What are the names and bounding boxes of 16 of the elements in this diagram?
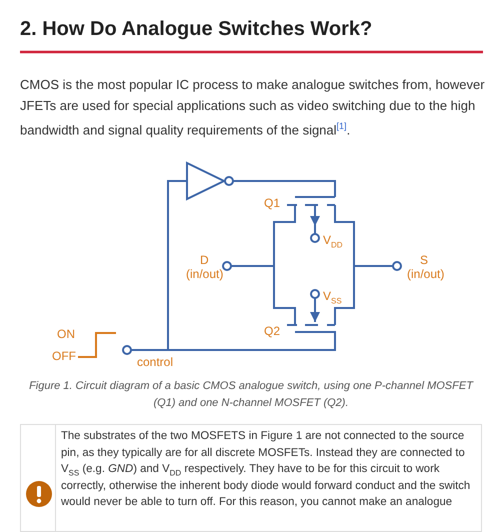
circuit-label: (in/out) bbox=[407, 267, 444, 281]
note-text: The substrates of the two MOSFETS in Figure 1 are not connected to the source pin, as they typically are for all discrete MOSFETs. Instead they are connected to V$_{SS}$ (e.g. GND) and V$_{DD}$ respectively. They have to be for this circuit to work correctly, otherwise the inherent body diode would forward conduct and the switch would never be able to turn off. For this reason, you cannot make an analogue bbox=[61, 429, 472, 510]
circuit-label: control bbox=[137, 355, 174, 369]
circuit-label: Q2 bbox=[264, 324, 280, 338]
circuit-label: V$_{SS}$ bbox=[323, 289, 342, 308]
figure-caption: Figure 1. Circuit diagram of a basic CMOS analogue switch, using one P-channel MOSFET (Q1) and one N-channel MOSFET (Q2). bbox=[28, 379, 474, 411]
circuit-label: Q1 bbox=[264, 196, 280, 210]
circuit-label: S bbox=[420, 253, 428, 267]
circuit-label: OFF bbox=[52, 349, 76, 363]
circuit-label: ON bbox=[57, 327, 75, 341]
heading: 2. How Do Analogue Switches Work? bbox=[20, 18, 372, 41]
note-box bbox=[20, 424, 482, 532]
circuit-label: D bbox=[200, 253, 209, 267]
circuit-label: V$_{DD}$ bbox=[323, 233, 343, 252]
paragraph: CMOS is the most popular IC process to make analogue switches from, however JFETs are used for special applications such as video switching due to the high bandwidth and signal quality requirements of the signal$^{[1]}$. bbox=[20, 76, 486, 140]
circuit-label: (in/out) bbox=[186, 267, 224, 281]
